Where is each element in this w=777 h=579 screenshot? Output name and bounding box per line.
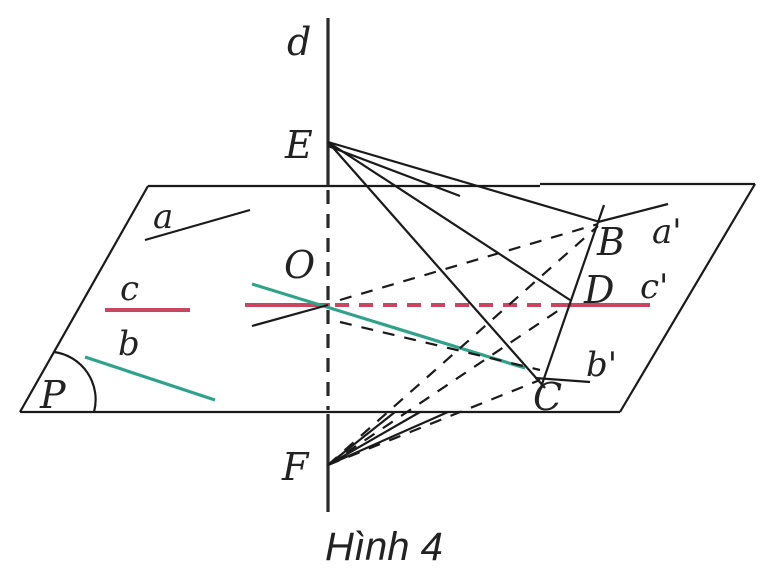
plane-right-edge — [619, 183, 756, 413]
label-E: E — [284, 123, 313, 167]
label-P: P — [39, 373, 67, 417]
label-O: O — [284, 243, 315, 287]
segment-EC — [327, 141, 546, 389]
line-a-prime — [597, 202, 669, 224]
segment-OB — [339, 222, 599, 302]
segment-EB — [327, 140, 601, 224]
label-B: B — [596, 220, 625, 264]
segment-BC — [538, 204, 606, 391]
segment-FC — [327, 378, 541, 467]
segment-ED — [327, 141, 571, 301]
line-b-through-O — [251, 282, 526, 370]
label-b: b — [118, 324, 140, 364]
label-F: F — [281, 445, 310, 489]
segment-F-1 — [327, 411, 396, 466]
segment-E-plane — [327, 144, 461, 198]
segment-F-3 — [327, 410, 449, 467]
plane-left-edge — [19, 185, 149, 413]
line-a — [144, 208, 251, 242]
segment-FD — [327, 305, 566, 466]
segment-FB — [327, 225, 599, 466]
segment-F-2 — [327, 411, 421, 466]
label-d: d — [287, 20, 311, 64]
label-c-prime: c' — [640, 267, 668, 307]
label-a-prime: a' — [652, 212, 682, 252]
label-D: D — [583, 268, 614, 312]
plane-corner-arc — [53, 350, 97, 413]
label-b-prime: b' — [586, 345, 617, 385]
figure-caption: Hình 4 — [325, 525, 443, 569]
line-through-O — [251, 303, 329, 328]
label-C: C — [533, 375, 562, 419]
label-c: c — [120, 269, 139, 309]
label-a: a — [153, 197, 173, 237]
line-b — [84, 355, 216, 402]
